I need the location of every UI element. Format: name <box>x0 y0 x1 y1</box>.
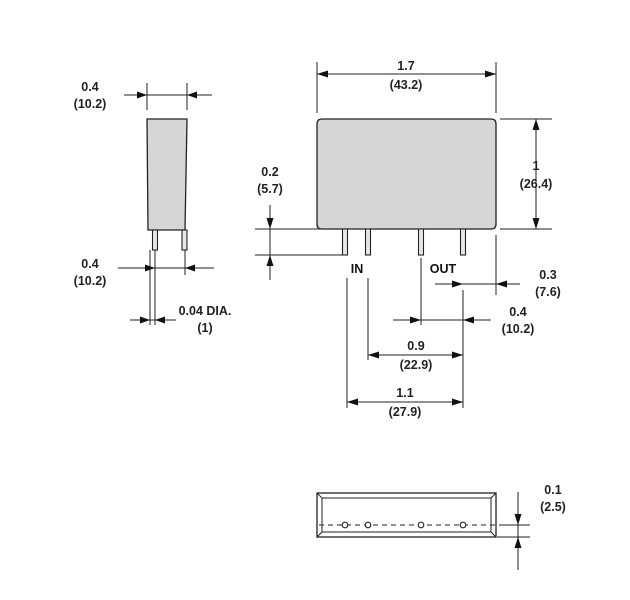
dim-edge-to-out-mm: (7.6) <box>535 285 561 299</box>
arrowhead <box>317 70 328 78</box>
arrowhead <box>140 316 150 324</box>
dim-pin-diameter-in: 0.04 DIA. <box>179 304 232 318</box>
dim-standoff-in: 0.2 <box>261 165 278 179</box>
arrowhead <box>452 351 463 359</box>
front-view-pin-in <box>364 228 372 256</box>
front-view-pin-out <box>459 228 467 256</box>
bottom-view-corner-line <box>490 531 497 538</box>
dim-edge-to-out-in: 0.3 <box>539 268 556 282</box>
arrowhead <box>155 316 165 324</box>
arrowhead <box>185 264 195 272</box>
arrowhead <box>496 280 507 288</box>
arrowhead <box>266 255 274 266</box>
side-view-pin-left <box>151 229 159 251</box>
bottom-view-corner-line <box>490 492 497 499</box>
bottom-view-pin-1 <box>341 521 349 529</box>
front-view-body <box>316 118 497 230</box>
bottom-view-pin-3 <box>417 521 425 529</box>
dim-out-pin-spacing-mm: (10.2) <box>502 322 535 336</box>
front-view-pin-1 <box>341 228 349 256</box>
side-view-body <box>146 118 188 231</box>
bottom-view-corner-line <box>316 492 323 499</box>
dim-standoff-mm: (5.7) <box>257 182 283 196</box>
arrowhead <box>368 351 379 359</box>
dim-in-to-out-in: 0.9 <box>407 339 424 353</box>
arrowhead <box>485 70 496 78</box>
arrowhead <box>532 218 540 229</box>
bottom-view-pin-out <box>459 521 467 529</box>
bottom-view-body <box>316 492 497 538</box>
dim-height-mm: (26.4) <box>520 177 553 191</box>
arrowhead <box>266 218 274 229</box>
dim-pin-diameter-mm: (1) <box>197 321 212 335</box>
arrowhead <box>347 398 358 406</box>
side-view: 0.4 (10.2) 0.4 (10.2) 0.04 DIA. (1) <box>74 80 232 335</box>
dim-top-width-mm: (43.2) <box>390 78 423 92</box>
dim-in-to-out-mm: (22.9) <box>400 358 433 372</box>
dim-top-width-in: 1.7 <box>397 59 414 73</box>
dim-out-pin-spacing-in: 0.4 <box>509 305 526 319</box>
front-view-pin-3 <box>417 228 425 256</box>
bottom-view-corner-line <box>316 531 323 538</box>
dim-bottom-offset-mm: (2.5) <box>540 500 566 514</box>
pin-label-out: OUT <box>430 262 457 276</box>
bottom-view: 0.1 (2.5) <box>316 483 566 570</box>
arrowhead <box>452 280 463 288</box>
dim-side-width-mm: (10.2) <box>74 97 107 111</box>
front-view: IN OUT 1.7 (43.2) 1 (26.4) 0.2 (5.7) 0.3… <box>255 59 561 419</box>
arrowhead <box>187 91 197 99</box>
arrowhead <box>514 537 522 548</box>
dim-in-span-in: 1.1 <box>396 386 413 400</box>
dim-height-in: 1 <box>533 159 540 173</box>
dim-side-width-in: 0.4 <box>81 80 98 94</box>
arrowhead <box>137 91 147 99</box>
arrowhead <box>532 119 540 130</box>
side-view-pin-right <box>181 229 188 251</box>
bottom-view-inner-outline <box>321 497 492 533</box>
pin-label-in: IN <box>351 262 364 276</box>
bottom-view-pin-in <box>364 521 372 529</box>
dim-side-pin-spacing-mm: (10.2) <box>74 274 107 288</box>
arrowhead <box>514 514 522 525</box>
dim-bottom-offset-in: 0.1 <box>544 483 561 497</box>
arrowhead <box>463 316 474 324</box>
arrowhead <box>452 398 463 406</box>
arrowhead <box>410 316 421 324</box>
dim-in-span-mm: (27.9) <box>389 405 422 419</box>
dim-side-pin-spacing-in: 0.4 <box>81 257 98 271</box>
